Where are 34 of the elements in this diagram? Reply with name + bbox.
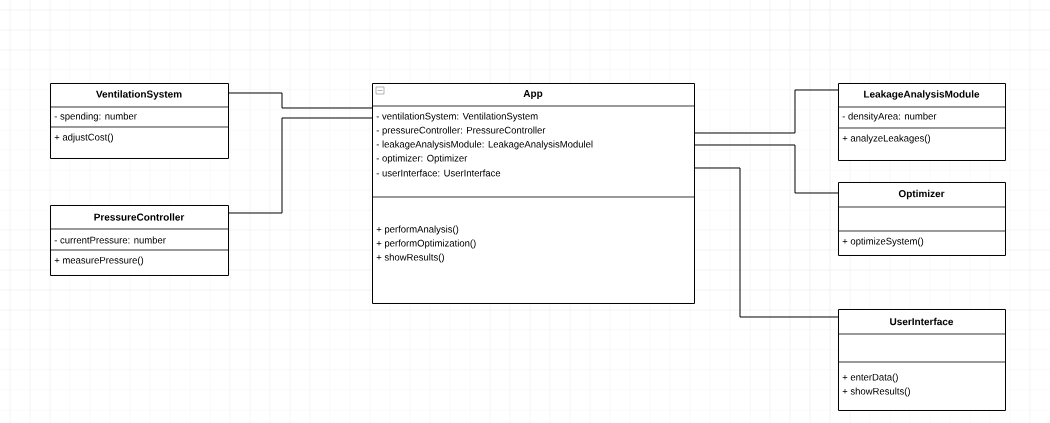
attribute-text: - ventilationSystem: VentilationSystem	[376, 112, 538, 122]
method-text: + showResults()	[376, 253, 444, 263]
class-name: LeakageAnalysisModule	[864, 90, 980, 100]
method-text: + performAnalysis()	[376, 225, 459, 235]
class-box	[837, 309, 1006, 411]
class-name: VentilationSystem	[96, 90, 182, 100]
class-name: Optimizer	[898, 189, 945, 200]
method-text: + performOptimization()	[376, 239, 476, 249]
attribute-text: - densityArea: number	[842, 112, 937, 122]
connector-line	[228, 117, 373, 214]
connector-line	[694, 89, 839, 134]
connector-line	[694, 144, 839, 194]
class-box	[371, 83, 695, 304]
connector-line	[228, 92, 373, 109]
attribute-text: - pressureController: PressureController	[376, 126, 546, 136]
method-text: + showResults()	[842, 387, 910, 397]
method-text: + optimizeSystem()	[842, 237, 924, 247]
attribute-text: - userInterface: UserInterface	[376, 169, 501, 177]
method-text: + enterData()	[842, 373, 898, 383]
class-box	[49, 205, 229, 276]
class-box	[837, 182, 1006, 256]
attribute-text: - leakageAnalysisModule: LeakageAnalysisModulel	[376, 140, 593, 150]
class-box	[837, 83, 1006, 161]
method-text: + adjustCost()	[54, 133, 113, 143]
connector-line	[694, 167, 839, 318]
class-box	[49, 83, 229, 159]
method-text: + measurePressure()	[54, 256, 144, 266]
method-text: + analyzeLeakages()	[842, 134, 931, 144]
class-name: App	[523, 90, 543, 99]
attribute-text: - spending: number	[54, 112, 137, 122]
attribute-text: - optimizer: Optimizer	[376, 154, 468, 164]
attribute-text: - currentPressure: number	[54, 236, 166, 244]
class-name: PressureController	[94, 213, 185, 221]
class-name: UserInterface	[890, 317, 954, 326]
